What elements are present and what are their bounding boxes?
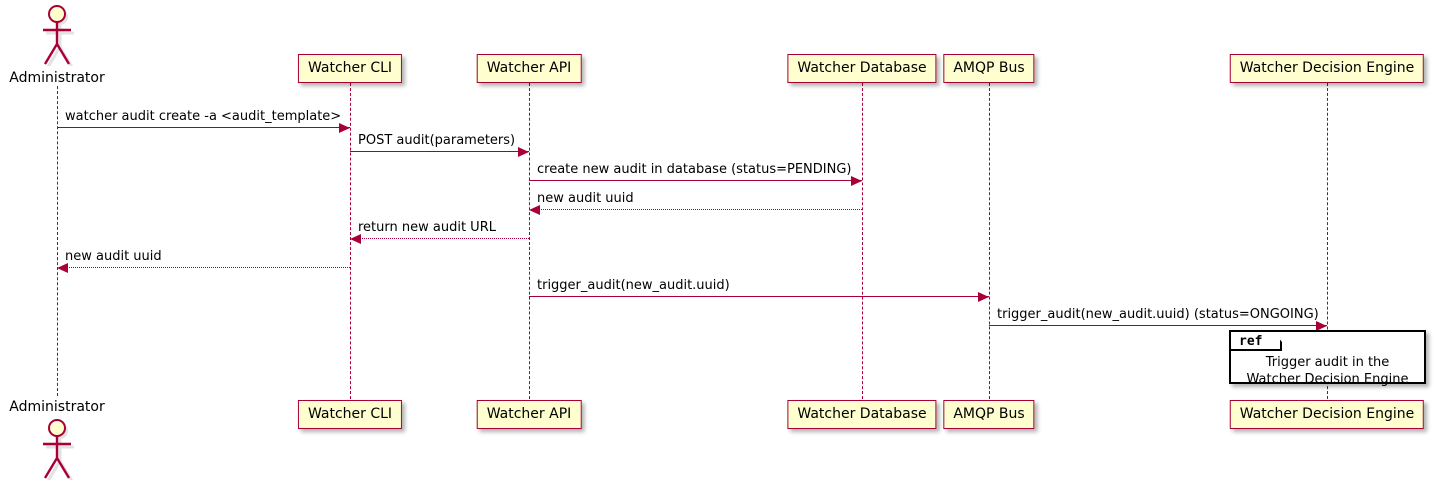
message-label-8: trigger_audit(new_audit.uuid) (status=ON… bbox=[997, 307, 1319, 322]
lifeline-watcher-api bbox=[529, 83, 530, 399]
participant-watcher-cli-header: Watcher CLI bbox=[297, 54, 403, 83]
message-line-5 bbox=[350, 238, 529, 239]
message-line-6 bbox=[57, 267, 350, 268]
lifeline-watcher-decision-engine bbox=[1327, 83, 1328, 399]
participant-watcher-database-header: Watcher Database bbox=[787, 54, 937, 83]
message-label-4: new audit uuid bbox=[537, 191, 634, 206]
participant-watcher-cli-footer: Watcher CLI bbox=[297, 400, 403, 429]
participant-watcher-database-footer: Watcher Database bbox=[787, 400, 937, 429]
message-arrowhead-5 bbox=[350, 234, 361, 244]
actor-label-administrator-top: Administrator bbox=[9, 70, 105, 86]
ref-fragment-keyword: ref bbox=[1231, 332, 1282, 351]
lifeline-amqp-bus bbox=[989, 83, 990, 399]
message-line-1 bbox=[57, 127, 350, 128]
lifeline-administrator bbox=[57, 86, 58, 396]
participant-watcher-decision-engine-header: Watcher Decision Engine bbox=[1229, 54, 1425, 83]
actor-figure-administrator-top bbox=[33, 4, 81, 70]
message-arrowhead-8 bbox=[1316, 321, 1327, 331]
participant-amqp-bus-header: AMQP Bus bbox=[943, 54, 1035, 83]
message-label-3: create new audit in database (status=PEN… bbox=[537, 162, 852, 177]
message-arrowhead-6 bbox=[57, 263, 68, 273]
message-line-3 bbox=[529, 180, 862, 181]
message-line-4 bbox=[529, 209, 862, 210]
message-label-5: return new audit URL bbox=[358, 220, 496, 235]
participant-watcher-api-header: Watcher API bbox=[476, 54, 582, 83]
message-label-6: new audit uuid bbox=[65, 249, 162, 264]
message-label-7: trigger_audit(new_audit.uuid) bbox=[537, 278, 730, 293]
actor-label-administrator-bottom: Administrator bbox=[9, 399, 105, 415]
participant-watcher-api-footer: Watcher API bbox=[476, 400, 582, 429]
message-arrowhead-3 bbox=[851, 176, 862, 186]
actor-figure-administrator-bottom bbox=[33, 418, 81, 484]
ref-fragment-line-1: Trigger audit in the bbox=[1265, 355, 1390, 370]
message-line-2 bbox=[350, 151, 529, 152]
participant-amqp-bus-footer: AMQP Bus bbox=[943, 400, 1035, 429]
message-arrowhead-1 bbox=[339, 123, 350, 133]
message-line-7 bbox=[529, 296, 989, 297]
lifeline-watcher-database bbox=[862, 83, 863, 399]
message-arrowhead-4 bbox=[529, 205, 540, 215]
participant-watcher-decision-engine-footer: Watcher Decision Engine bbox=[1229, 400, 1425, 429]
message-label-2: POST audit(parameters) bbox=[358, 133, 516, 148]
message-arrowhead-2 bbox=[518, 147, 529, 157]
message-line-8 bbox=[989, 325, 1327, 326]
ref-fragment-line-2: Watcher Decision Engine bbox=[1246, 372, 1409, 387]
message-label-1: watcher audit create -a <audit_template> bbox=[65, 109, 342, 124]
message-arrowhead-7 bbox=[978, 292, 989, 302]
